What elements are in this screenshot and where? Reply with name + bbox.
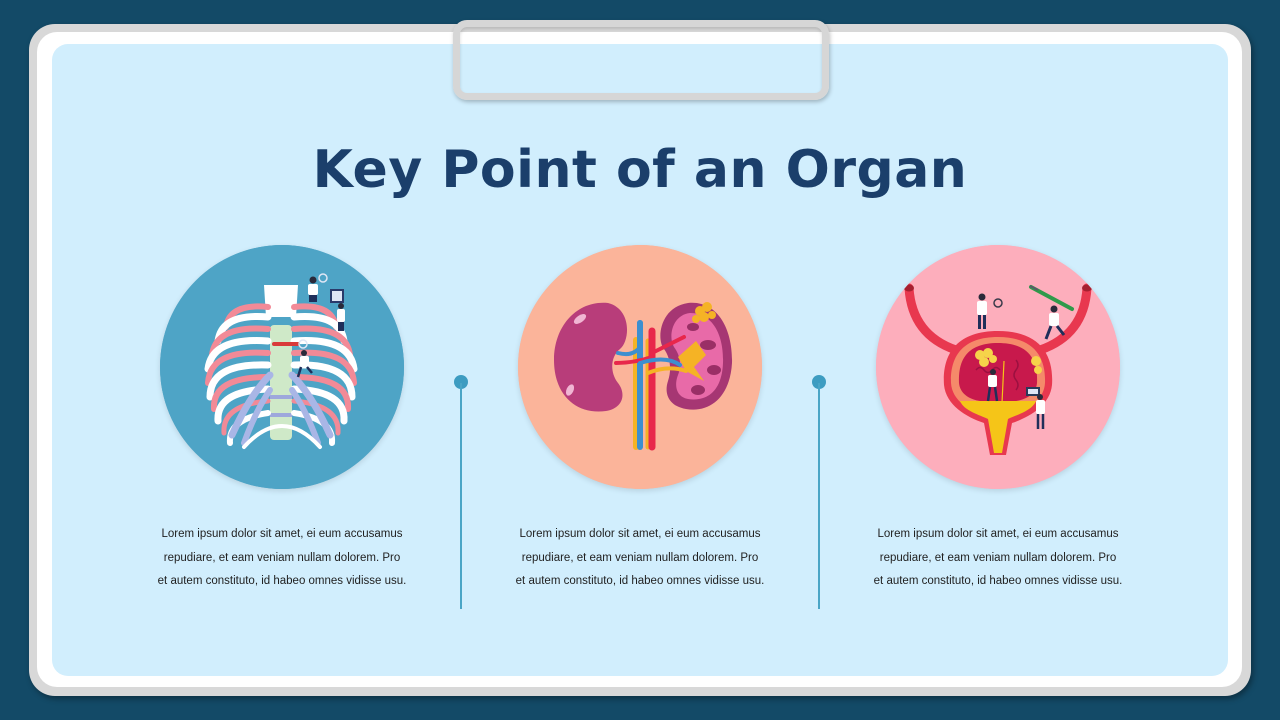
column-divider bbox=[812, 375, 826, 615]
bladder-illustration-icon bbox=[876, 245, 1120, 489]
bladder-description: Lorem ipsum dolor sit amet, ei eum accus… bbox=[848, 523, 1148, 594]
page-title: Key Point of an Organ bbox=[312, 140, 968, 200]
description-line: repudiare, et eam veniam nullam dolorem.… bbox=[521, 551, 759, 564]
divider-line bbox=[460, 383, 462, 609]
kidneys-description: Lorem ipsum dolor sit amet, ei eum accus… bbox=[490, 523, 790, 594]
divider-dot bbox=[812, 375, 826, 389]
ribcage-description: Lorem ipsum dolor sit amet, ei eum accus… bbox=[132, 523, 432, 594]
divider-line bbox=[818, 383, 820, 609]
description-line: Lorem ipsum dolor sit amet, ei eum accus… bbox=[519, 528, 761, 540]
description-line: repudiare, et eam veniam nullam dolorem.… bbox=[163, 551, 401, 564]
clipboard-clip bbox=[453, 20, 829, 100]
description-line: et autem constituto, id habeo omnes vidi… bbox=[157, 575, 407, 587]
column-divider bbox=[454, 375, 468, 615]
bladder-circle bbox=[876, 245, 1120, 489]
ribcage-illustration-icon bbox=[160, 245, 404, 489]
description-line: et autem constituto, id habeo omnes vidi… bbox=[515, 575, 765, 587]
ribcage-circle bbox=[160, 245, 404, 489]
description-line: repudiare, et eam veniam nullam dolorem.… bbox=[879, 551, 1117, 564]
description-line: Lorem ipsum dolor sit amet, ei eum accus… bbox=[877, 528, 1119, 540]
description-line: Lorem ipsum dolor sit amet, ei eum accus… bbox=[161, 528, 403, 540]
kidneys-circle bbox=[518, 245, 762, 489]
divider-dot bbox=[454, 375, 468, 389]
description-line: et autem constituto, id habeo omnes vidi… bbox=[873, 575, 1123, 587]
kidneys-illustration-icon bbox=[518, 245, 762, 489]
